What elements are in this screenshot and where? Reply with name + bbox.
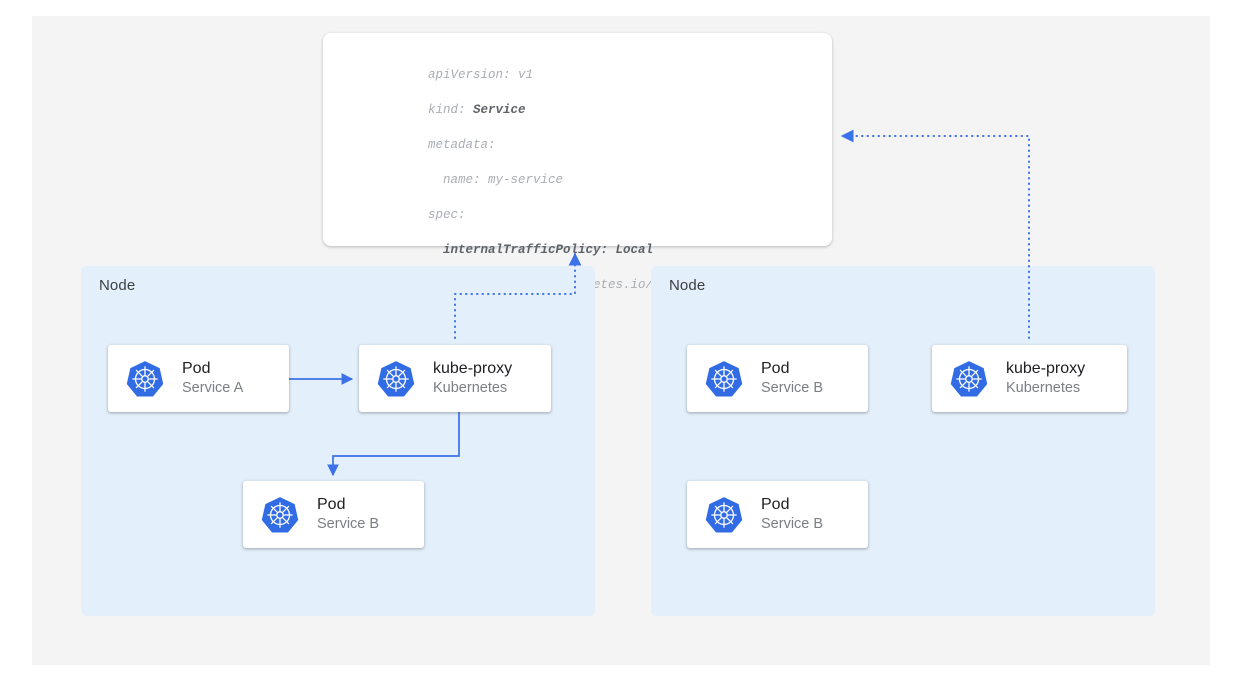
yaml-line: name: my-service [428, 172, 564, 187]
node-label: Node [99, 277, 136, 294]
card-title: Pod [761, 360, 790, 377]
card-text: kube-proxy Kubernetes [1006, 359, 1085, 398]
kubernetes-icon [705, 496, 743, 532]
card-kube-proxy-right[interactable]: kube-proxy Kubernetes [932, 345, 1127, 412]
yaml-value-strong: Service [473, 102, 526, 117]
node-container-left: Node [81, 266, 595, 616]
card-subtitle: Kubernetes [1006, 380, 1081, 396]
card-title: Pod [182, 360, 211, 377]
card-subtitle: Service B [761, 516, 824, 532]
card-title: kube-proxy [433, 360, 513, 377]
card-pod-service-b-right-top[interactable]: Pod Service B [687, 345, 868, 412]
kubernetes-icon [377, 360, 415, 396]
yaml-line-internal-traffic-policy: internalTrafficPolicy: Local [428, 242, 654, 257]
yaml-line: metadata: [428, 137, 496, 152]
yaml-key: kind: [428, 102, 474, 117]
card-pod-service-b-left[interactable]: Pod Service B [243, 481, 424, 548]
kubernetes-icon [261, 496, 299, 532]
card-subtitle: Service B [761, 380, 824, 396]
card-text: Pod Service A [182, 359, 243, 398]
card-title: Pod [317, 496, 346, 513]
kubernetes-icon [950, 360, 988, 396]
service-manifest-card: apiVersion: v1 kind: Service metadata: n… [323, 33, 832, 432]
diagram-canvas: apiVersion: v1 kind: Service metadata: n… [32, 16, 1210, 665]
yaml-line: spec: [428, 207, 466, 222]
yaml-line: kind: Service [428, 102, 736, 120]
card-text: Pod Service B [761, 495, 823, 534]
kubernetes-icon [126, 360, 164, 396]
card-subtitle: Service A [182, 380, 244, 396]
card-subtitle: Service B [317, 516, 380, 532]
node-container-right: Node [651, 266, 1155, 616]
card-text: Pod Service B [761, 359, 823, 398]
kubernetes-icon [705, 360, 743, 396]
card-subtitle: Kubernetes [433, 380, 508, 396]
card-text: Pod Service B [317, 495, 379, 534]
yaml-line: apiVersion: v1 [428, 67, 534, 82]
card-pod-service-a[interactable]: Pod Service A [108, 345, 289, 412]
card-kube-proxy-left[interactable]: kube-proxy Kubernetes [359, 345, 551, 412]
card-title: kube-proxy [1006, 360, 1086, 377]
node-label: Node [669, 277, 706, 294]
card-title: Pod [761, 496, 790, 513]
card-pod-service-b-right-bottom[interactable]: Pod Service B [687, 481, 868, 548]
card-text: kube-proxy Kubernetes [433, 359, 512, 398]
